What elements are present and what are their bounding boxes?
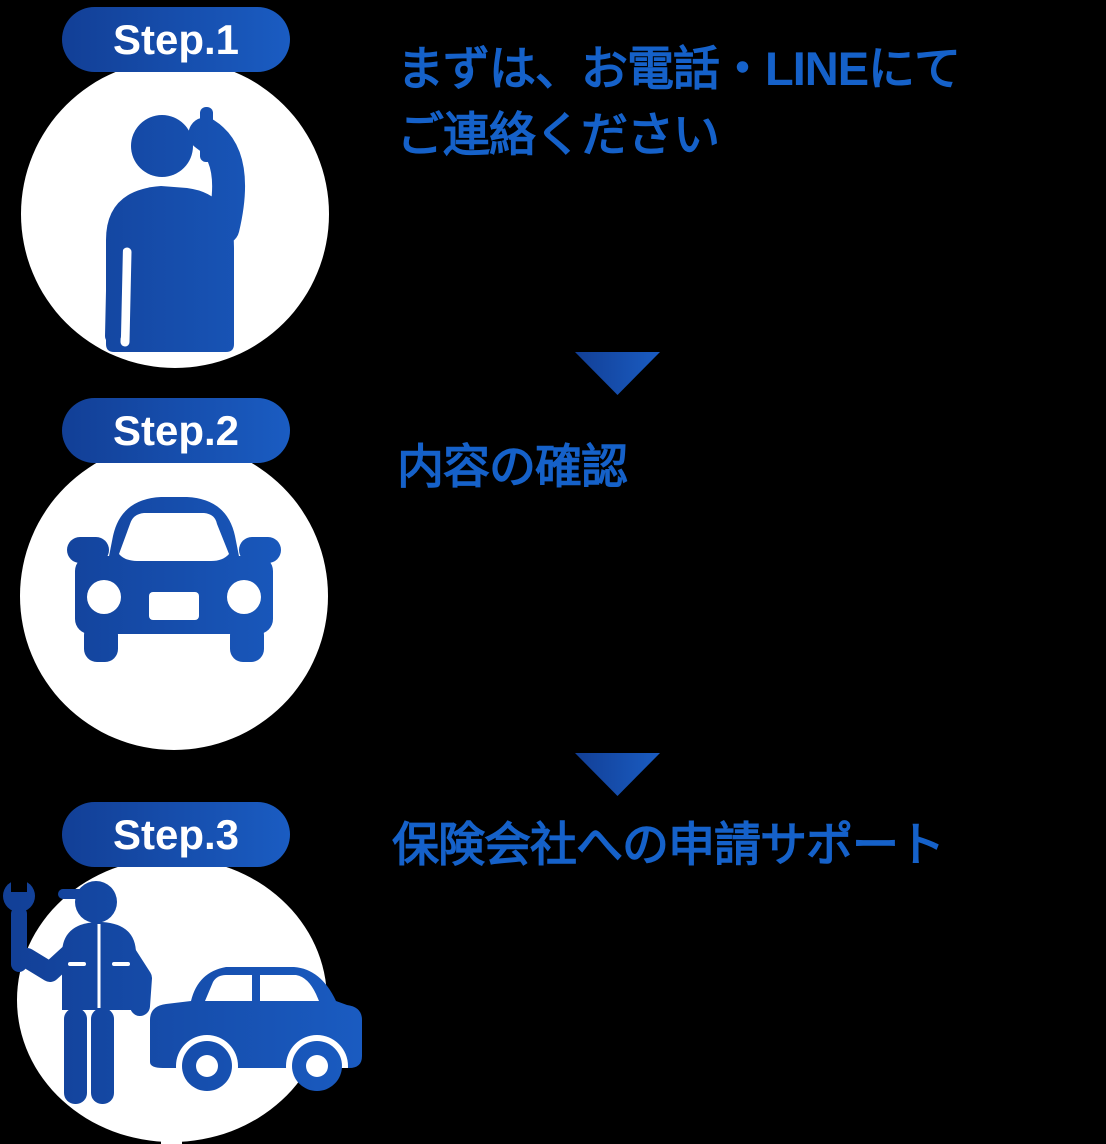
step2-title: 内容の確認: [397, 440, 628, 493]
step2-badge-label: Step.2: [112, 406, 240, 454]
arrow-down-icon: [575, 352, 660, 395]
step1-title: まずは、お電話・LINEにて ご連絡ください: [397, 42, 961, 161]
arrow-down-icon: [575, 753, 660, 796]
bottom-connector-stub: [161, 1136, 182, 1144]
step3-title: 保険会社への申請サポート: [392, 818, 945, 871]
step3-badge-label: Step.3: [112, 810, 240, 858]
mechanic-and-car-icon: [3, 874, 362, 1104]
step1-badge-label: Step.1: [112, 15, 240, 63]
car-front-icon: [67, 497, 281, 662]
step2-badge: Step.2: [62, 398, 290, 463]
step1-badge: Step.1: [62, 7, 290, 72]
person-on-phone-icon: [105, 107, 245, 352]
step3-badge: Step.3: [62, 802, 290, 867]
